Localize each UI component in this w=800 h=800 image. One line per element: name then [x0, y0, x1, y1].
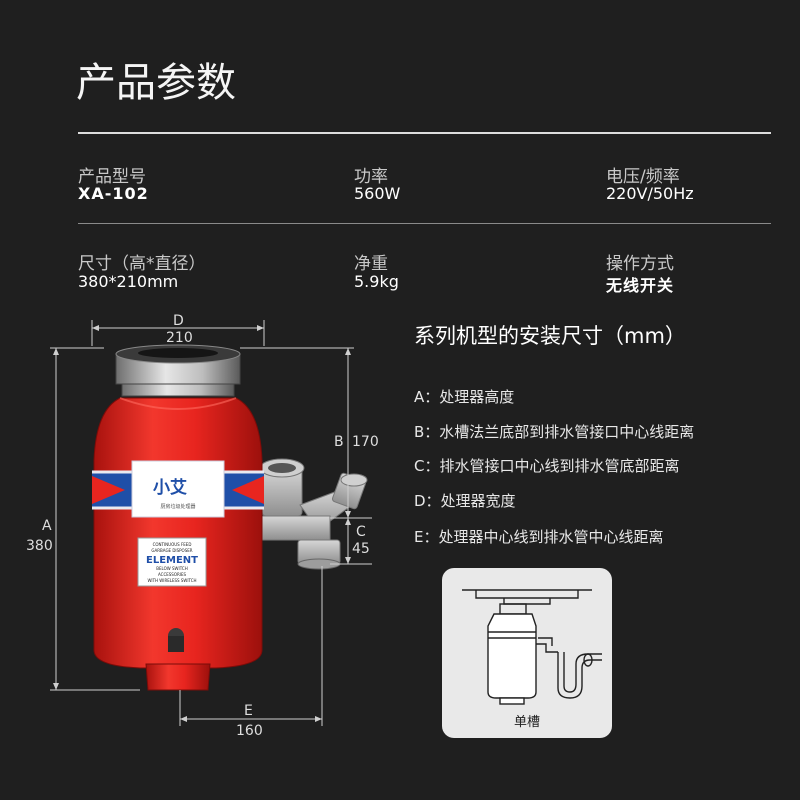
info-plate — [137, 537, 207, 587]
plate-line-6: WITH WIRELESS SWITCH — [147, 578, 196, 583]
dim-a-letter: A — [42, 518, 52, 534]
dim-e-letter: E — [244, 703, 253, 719]
dim-c-value: 45 — [352, 541, 370, 557]
model-label: 产品型号 — [78, 167, 146, 187]
dim-c-letter: C — [356, 524, 366, 540]
logo-subtext: 厨房垃圾处理器 — [160, 503, 195, 510]
single-sink-card: 单槽 — [442, 568, 612, 738]
plate-line-4: BELOW SWITCH — [156, 566, 187, 571]
plate-brand: ELEMENT — [146, 555, 198, 566]
single-sink-diagram — [462, 589, 602, 705]
weight-value: 5.9kg — [354, 272, 399, 291]
dim-d-letter: D — [173, 313, 184, 329]
operation-value: 无线开关 — [606, 276, 675, 295]
product-dimension-drawing: 小艾 厨房垃圾处理器 CONTINUOUS FEED GARBAGE DISPO… — [50, 320, 372, 726]
size-value: 380*210mm — [78, 272, 179, 291]
single-sink-label: 单槽 — [513, 715, 540, 730]
spec-divider — [78, 223, 771, 224]
page-title: 产品参数 — [76, 60, 236, 106]
dim-a-value: 380 — [26, 538, 53, 554]
dimension-arrows — [53, 325, 351, 722]
dim-d-value: 210 — [166, 330, 193, 346]
size-label: 尺寸（高*直径） — [78, 254, 206, 274]
install-section-title: 系列机型的安装尺寸（mm） — [414, 324, 686, 348]
voltage-value: 220V/50Hz — [606, 184, 694, 203]
legend-item-e: E：处理器中心线到排水管中心线距离 — [414, 528, 664, 546]
plate-line-1: CONTINUOUS FEED — [153, 542, 192, 547]
dim-b-letter: B — [334, 434, 344, 450]
voltage-label: 电压/频率 — [606, 167, 680, 187]
logo-text: 小艾 — [153, 477, 187, 498]
model-value: XA-102 — [78, 184, 149, 203]
dim-e-value: 160 — [236, 723, 263, 739]
drain-pipe — [249, 458, 368, 570]
legend-item-b: B：水槽法兰底部到排水管接口中心线距离 — [414, 423, 695, 441]
plate-line-5: ACCESSORIES — [158, 572, 186, 577]
weight-label: 净重 — [354, 254, 388, 274]
plate-line-2: GARBAGE DISPOSER — [151, 548, 192, 553]
sink-flange — [115, 344, 241, 397]
legend-item-c: C：排水管接口中心线到排水管底部距离 — [414, 457, 680, 475]
dim-b-value: 170 — [352, 434, 379, 450]
blue-band — [92, 460, 264, 518]
operation-label: 操作方式 — [606, 254, 674, 274]
header-divider — [78, 132, 771, 134]
power-label: 功率 — [354, 167, 388, 187]
power-value: 560W — [354, 184, 401, 203]
legend-item-a: A：处理器高度 — [414, 388, 515, 406]
dimension-lines — [50, 320, 372, 726]
legend-item-d: D：处理器宽度 — [414, 492, 516, 510]
